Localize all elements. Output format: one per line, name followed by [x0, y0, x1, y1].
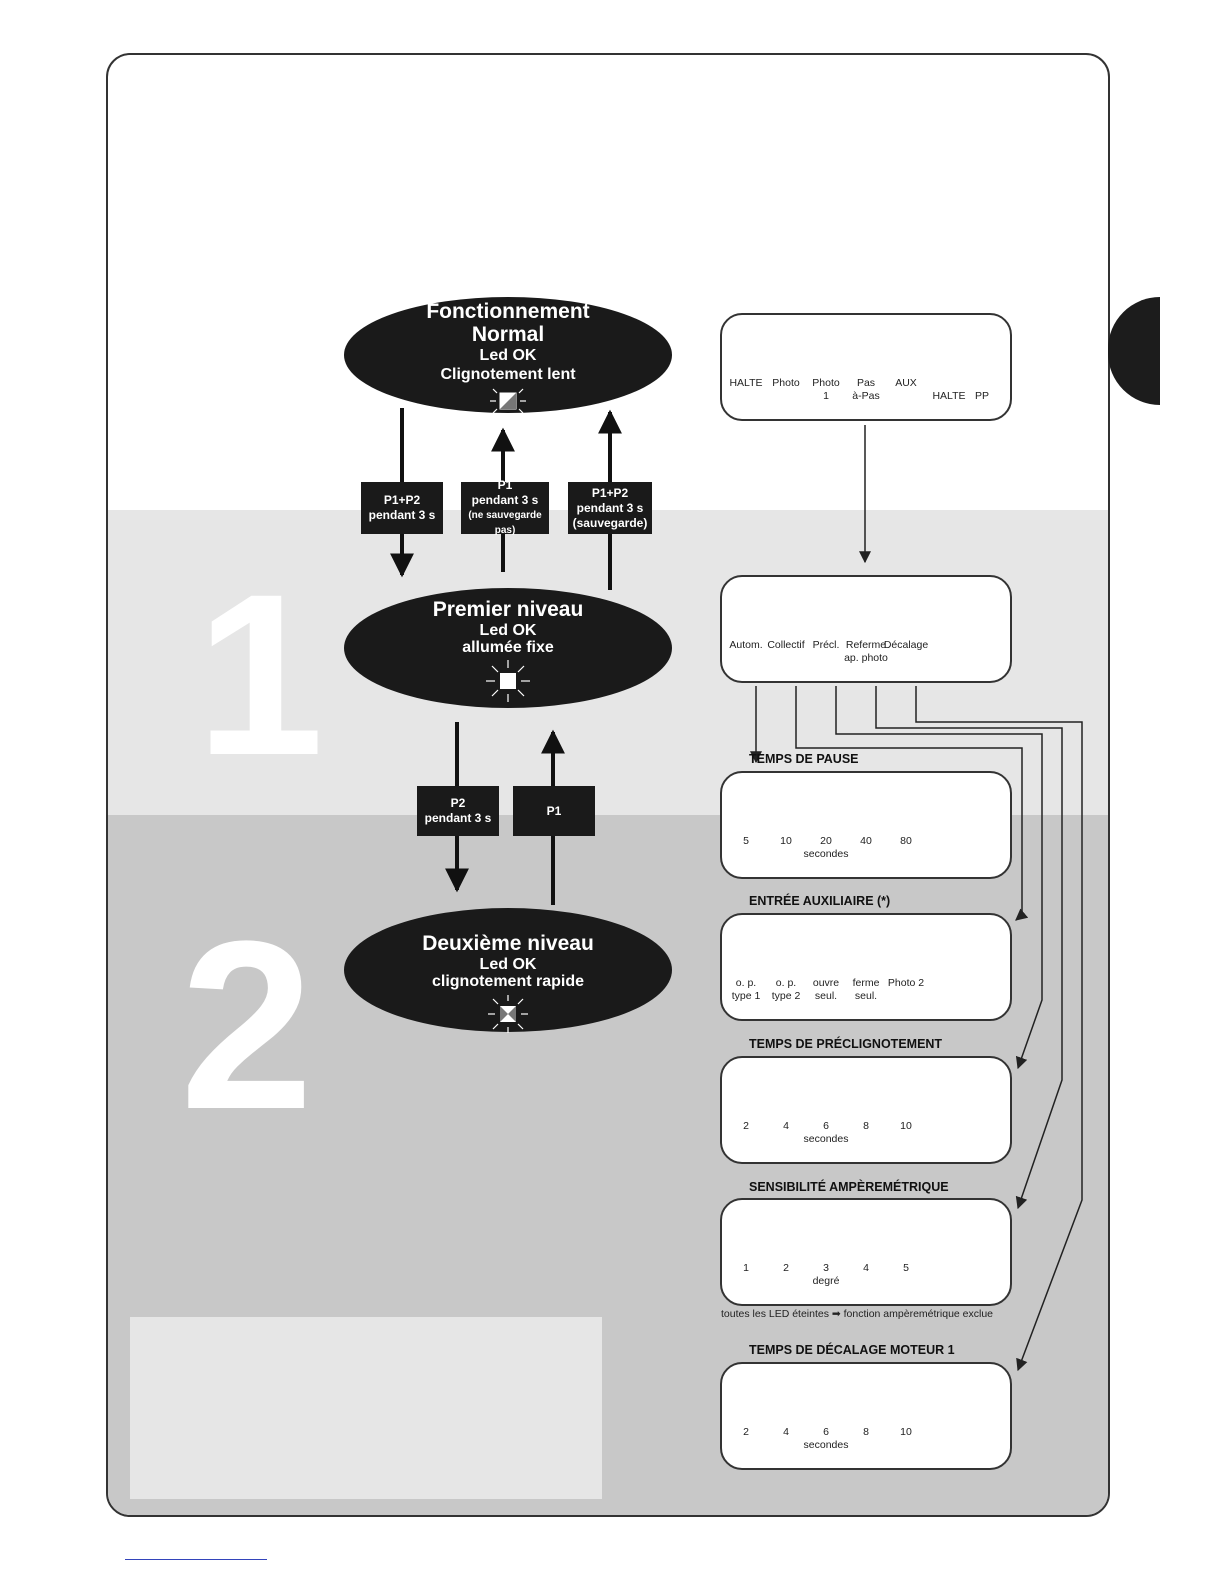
state-normal-line2: Normal: [471, 323, 545, 346]
p2-button-label: PP: [974, 390, 989, 402]
transition-label-p1p2-enter: P1+P2 pendant 3 s: [361, 482, 443, 534]
panel-sensibilite: [720, 1198, 1012, 1306]
panel-aux: [720, 913, 1012, 1021]
connector-collectif: [795, 686, 1029, 921]
panel-normal-led-label-1: Photo: [772, 377, 800, 389]
footer-rule: [125, 1559, 267, 1560]
panel-2-led-label-0: 2: [743, 1120, 749, 1132]
transition-label-p1p2-save: P1+P2 pendant 3 s (sauvegarde): [568, 482, 652, 534]
state-level1-line3: allumée fixe: [462, 639, 554, 656]
panel-0-led-label-0: 5: [743, 835, 749, 847]
panel-title-pause: TEMPS DE PAUSE: [749, 752, 859, 766]
panel-4-led-label-2: 6: [823, 1426, 829, 1438]
t4-line-a: P2: [450, 796, 466, 810]
panel-level1-led-label-0: Autom.: [729, 639, 763, 651]
panel-2-led-label-1: 4: [783, 1120, 789, 1132]
state-normal-ellipse: [344, 297, 672, 413]
panel-decalage: [720, 1362, 1012, 1470]
t2-line-b: pendant 3 s: [471, 493, 539, 507]
panel-3-led-label-3: 4: [863, 1262, 869, 1274]
panel-normal: [720, 313, 1012, 421]
led-ok-fast-blink-icon: [488, 995, 528, 1033]
panel-3-unit-label: degré: [812, 1275, 840, 1287]
panel-title-aux: ENTRÉE AUXILIAIRE (*): [749, 894, 891, 908]
state-normal-label: Fonctionnement Normal Led OK Clignotemen…: [350, 300, 666, 384]
state-normal-line3: Led OK: [479, 347, 537, 364]
panel-0-led-label-1: 10: [780, 835, 792, 847]
panel-4-led-label-4: 10: [900, 1426, 912, 1438]
panel-0-led-label-4: 80: [900, 835, 912, 847]
panel-4-led-label-0: 2: [743, 1426, 749, 1438]
connector-referme: [875, 686, 1063, 1210]
panel-4-unit-label: secondes: [803, 1439, 849, 1451]
state-normal-line1: Fonctionnement: [426, 300, 590, 323]
panel-0-unit-label: secondes: [803, 848, 849, 860]
t3-line-c: (sauvegarde): [572, 515, 648, 530]
panel-1-led-label-1: o. p.type 2: [771, 977, 801, 1002]
panel-4-led-label-3: 8: [863, 1426, 869, 1438]
level-number-2: 2: [180, 891, 314, 1159]
panel-2-led-label-4: 10: [900, 1120, 912, 1132]
panel-level1-led-label-2: Précl.: [812, 639, 840, 651]
t2-line-c: (ne sauvegarde pas): [468, 510, 542, 536]
state-level2-ellipse: [344, 908, 672, 1032]
t3-line-b: pendant 3 s: [576, 500, 644, 515]
state-normal-line4: Clignotement lent: [440, 366, 576, 383]
panel-title-sensibilite: SENSIBILITÉ AMPÈREMÉTRIQUE: [749, 1180, 949, 1194]
panel-level1-led-label-4: Décalage: [883, 639, 929, 651]
transition-label-p1-nosave: P1 pendant 3 s (ne sauvegarde pas): [461, 478, 549, 536]
t5-line-a: P1: [546, 803, 562, 818]
transition-label-p1: P1: [513, 786, 595, 836]
panel-title-decalage: TEMPS DE DÉCALAGE MOTEUR 1: [749, 1343, 955, 1357]
level-number-1: 1: [196, 546, 324, 803]
led-ok-slow-blink-icon: [490, 388, 526, 414]
connector-decalage: [915, 686, 1083, 1372]
panel-title-preclignotement: TEMPS DE PRÉCLIGNOTEMENT: [749, 1037, 943, 1051]
note-amperometric: toutes les LED éteintes ➡ fonction ampèr…: [721, 1308, 994, 1320]
panel-normal-led-label-0: HALTE: [729, 377, 763, 389]
state-level1-label: Premier niveau Led OK allumée fixe: [350, 598, 666, 656]
state-level2-line3: clignotement rapide: [431, 973, 585, 990]
p1-button-label: HALTE: [932, 390, 966, 402]
note-box: [130, 1317, 602, 1499]
panel-2-led-label-3: 8: [863, 1120, 869, 1132]
panel-3-led-label-1: 2: [783, 1262, 789, 1274]
panel-3-led-label-0: 1: [743, 1262, 749, 1274]
state-level2-line2: Led OK: [479, 956, 537, 973]
led-ok-fixed-icon: [486, 660, 530, 702]
t4-line-b: pendant 3 s: [424, 811, 492, 825]
t3-line-a: P1+P2: [591, 485, 629, 500]
panel-1-led-label-0: o. p.type 1: [731, 977, 761, 1002]
state-level2-line1: Deuxième niveau: [422, 932, 594, 955]
panel-level1: [720, 575, 1012, 683]
transition-label-p2: P2 pendant 3 s: [417, 786, 499, 836]
panel-1-led-label-4: Photo 2: [887, 977, 925, 989]
panel-0-led-label-2: 20: [820, 835, 832, 847]
state-level1-line1: Premier niveau: [432, 598, 584, 621]
connector-precl: [835, 686, 1043, 1070]
panel-0-led-label-3: 40: [860, 835, 872, 847]
panel-level1-led-label-1: Collectif: [767, 639, 805, 651]
t1-line-b: pendant 3 s: [368, 508, 436, 522]
panel-normal-led-label-4: AUX: [895, 377, 917, 389]
t2-line-a: P1: [497, 478, 513, 492]
state-level2-label: Deuxième niveau Led OK clignotement rapi…: [350, 932, 666, 990]
t1-line-a: P1+P2: [383, 493, 421, 507]
panel-preclignotement: [720, 1056, 1012, 1164]
panel-2-led-label-2: 6: [823, 1120, 829, 1132]
panel-2-unit-label: secondes: [803, 1133, 849, 1145]
panel-3-led-label-2: 3: [823, 1262, 829, 1274]
panel-4-led-label-1: 4: [783, 1426, 789, 1438]
panel-3-led-label-4: 5: [903, 1262, 909, 1274]
state-level1-ellipse: [344, 588, 672, 708]
state-level1-line2: Led OK: [479, 622, 537, 639]
panel-pause: [720, 771, 1012, 879]
